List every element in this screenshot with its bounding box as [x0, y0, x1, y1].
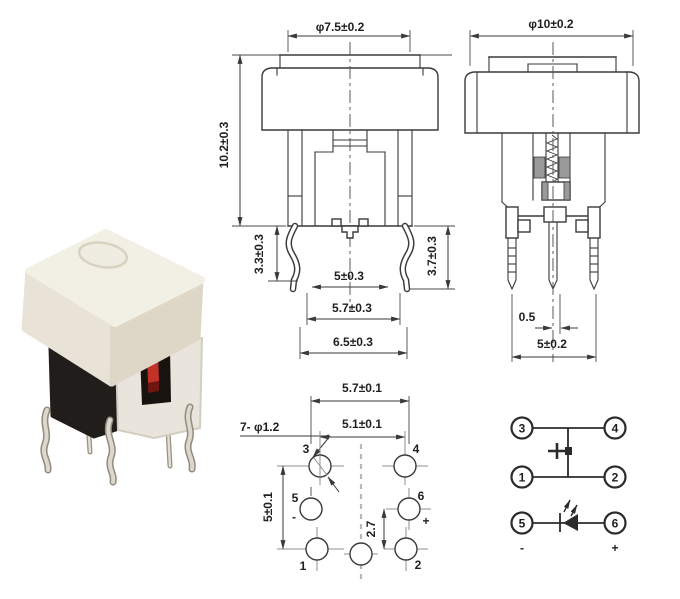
dim-cap-dia: φ7.5±0.2: [316, 20, 365, 34]
side-view-dimensions: φ10±0.2 0.5 5±0.2: [469, 17, 634, 362]
hole-pin1: [305, 537, 329, 561]
led-emission-arrow1: [563, 499, 571, 513]
side-view: φ10±0.2 0.5 5±0.2: [464, 17, 640, 362]
photo-pin-front-center-highlight: [106, 418, 116, 484]
dim-base-width: 6.5±0.3: [333, 335, 373, 349]
terminal-4-label: 4: [612, 422, 619, 436]
photo-pin-front-right-highlight: [186, 405, 195, 471]
terminal-1-label: 1: [519, 471, 526, 485]
label-pin4: 4: [413, 442, 420, 456]
dim-pin-span: 5±0.3: [334, 269, 364, 283]
dim-pin-span: 5±0.2: [537, 337, 567, 351]
foot-right: [587, 206, 601, 239]
label-pin2: 2: [415, 558, 422, 572]
switch-contact-notch: [565, 447, 572, 455]
pin-right-outline: [589, 237, 599, 291]
led-seat-wall-right: [563, 181, 571, 201]
foot-right-detail: [575, 219, 589, 233]
label-pin5: 5: [292, 491, 299, 505]
terminal-2-label: 2: [612, 471, 619, 485]
hole-pin4: [393, 454, 417, 478]
dim-leg-height: 3.3±0.3: [252, 234, 266, 274]
terminal-4: [603, 416, 627, 440]
pin-center-outline: [548, 221, 558, 291]
label-pin1: 1: [300, 559, 307, 573]
polarity-plus: +: [611, 541, 618, 555]
front-view-dimensions: φ7.5±0.2 10.2±0.3 3.3±0.3 3.7±0.3 5±0.3 …: [217, 20, 455, 359]
base-detail-left: [331, 218, 342, 227]
hole-pin5: [299, 497, 323, 521]
label-pin3: 3: [303, 442, 310, 456]
hole-pin6: [397, 497, 421, 521]
dim-total-height: 10.2±0.3: [217, 121, 231, 168]
dim-led-row-offset: 2.7: [364, 520, 378, 537]
dim-span-rows: 5±0.1: [261, 492, 275, 522]
circuit-diagram: 3 4 1 2 5 6 - +: [510, 416, 627, 555]
cap-outline: [464, 71, 640, 134]
polarity-minus: -: [520, 541, 524, 555]
foot-left-detail: [517, 219, 531, 233]
terminal-6: [603, 511, 627, 535]
label-pin6: 6: [418, 489, 425, 503]
contact-block-right: [558, 156, 571, 179]
terminal-3: [510, 416, 534, 440]
bottom-boss: [543, 206, 567, 223]
dim-span-led-pins: 5.7±0.1: [342, 381, 382, 395]
terminal-5: [510, 511, 534, 535]
label-pin6-plus: +: [422, 514, 429, 528]
contact-block-left: [533, 156, 546, 179]
dim-pin-length: 3.7±0.3: [425, 236, 439, 276]
hole-center: [349, 542, 373, 566]
photo-cap-top-face: [26, 229, 205, 327]
center-tab: [341, 225, 359, 239]
hole-leader-lower: [327, 476, 340, 493]
terminal-3-label: 3: [519, 422, 526, 436]
photo-led-red-stripe-dark: [148, 381, 159, 393]
dim-span-columns: 5.1±0.1: [342, 417, 382, 431]
terminal-5-label: 5: [519, 517, 526, 531]
dim-cap-dia: φ10±0.2: [528, 17, 574, 31]
foot-left: [505, 206, 519, 239]
knurl-texture: [545, 134, 559, 184]
terminal-6-label: 6: [612, 517, 619, 531]
photo-pin-front-left-highlight: [41, 408, 51, 472]
hole-note: 7- φ1.2: [240, 420, 280, 434]
pin-left-outline: [507, 237, 517, 291]
hole-pin2: [394, 537, 418, 561]
led-emission-arrow2: [570, 504, 578, 517]
product-photo: [21, 229, 205, 486]
pin-right-fill: [401, 224, 414, 291]
pin-left-fill: [286, 224, 299, 291]
front-view: φ7.5±0.2 10.2±0.3 3.3±0.3 3.7±0.3 5±0.3 …: [217, 20, 455, 359]
terminal-2: [603, 465, 627, 489]
bottom-view: 5.7±0.1 5.1±0.1 7- φ1.2 3 4 5 -: [240, 381, 431, 583]
led-triangle: [563, 514, 578, 531]
led-seat-wall-left: [541, 181, 549, 201]
label-pin5-minus: -: [292, 510, 296, 524]
dim-led-offset: 0.5: [519, 310, 536, 324]
terminal-1: [510, 465, 534, 489]
photo-cap-dimple: [77, 241, 129, 269]
slash-pin3: [313, 457, 328, 476]
hole-leader-upper: [312, 435, 331, 458]
base-detail-right: [358, 218, 369, 227]
dim-body-width: 5.7±0.3: [332, 301, 372, 315]
